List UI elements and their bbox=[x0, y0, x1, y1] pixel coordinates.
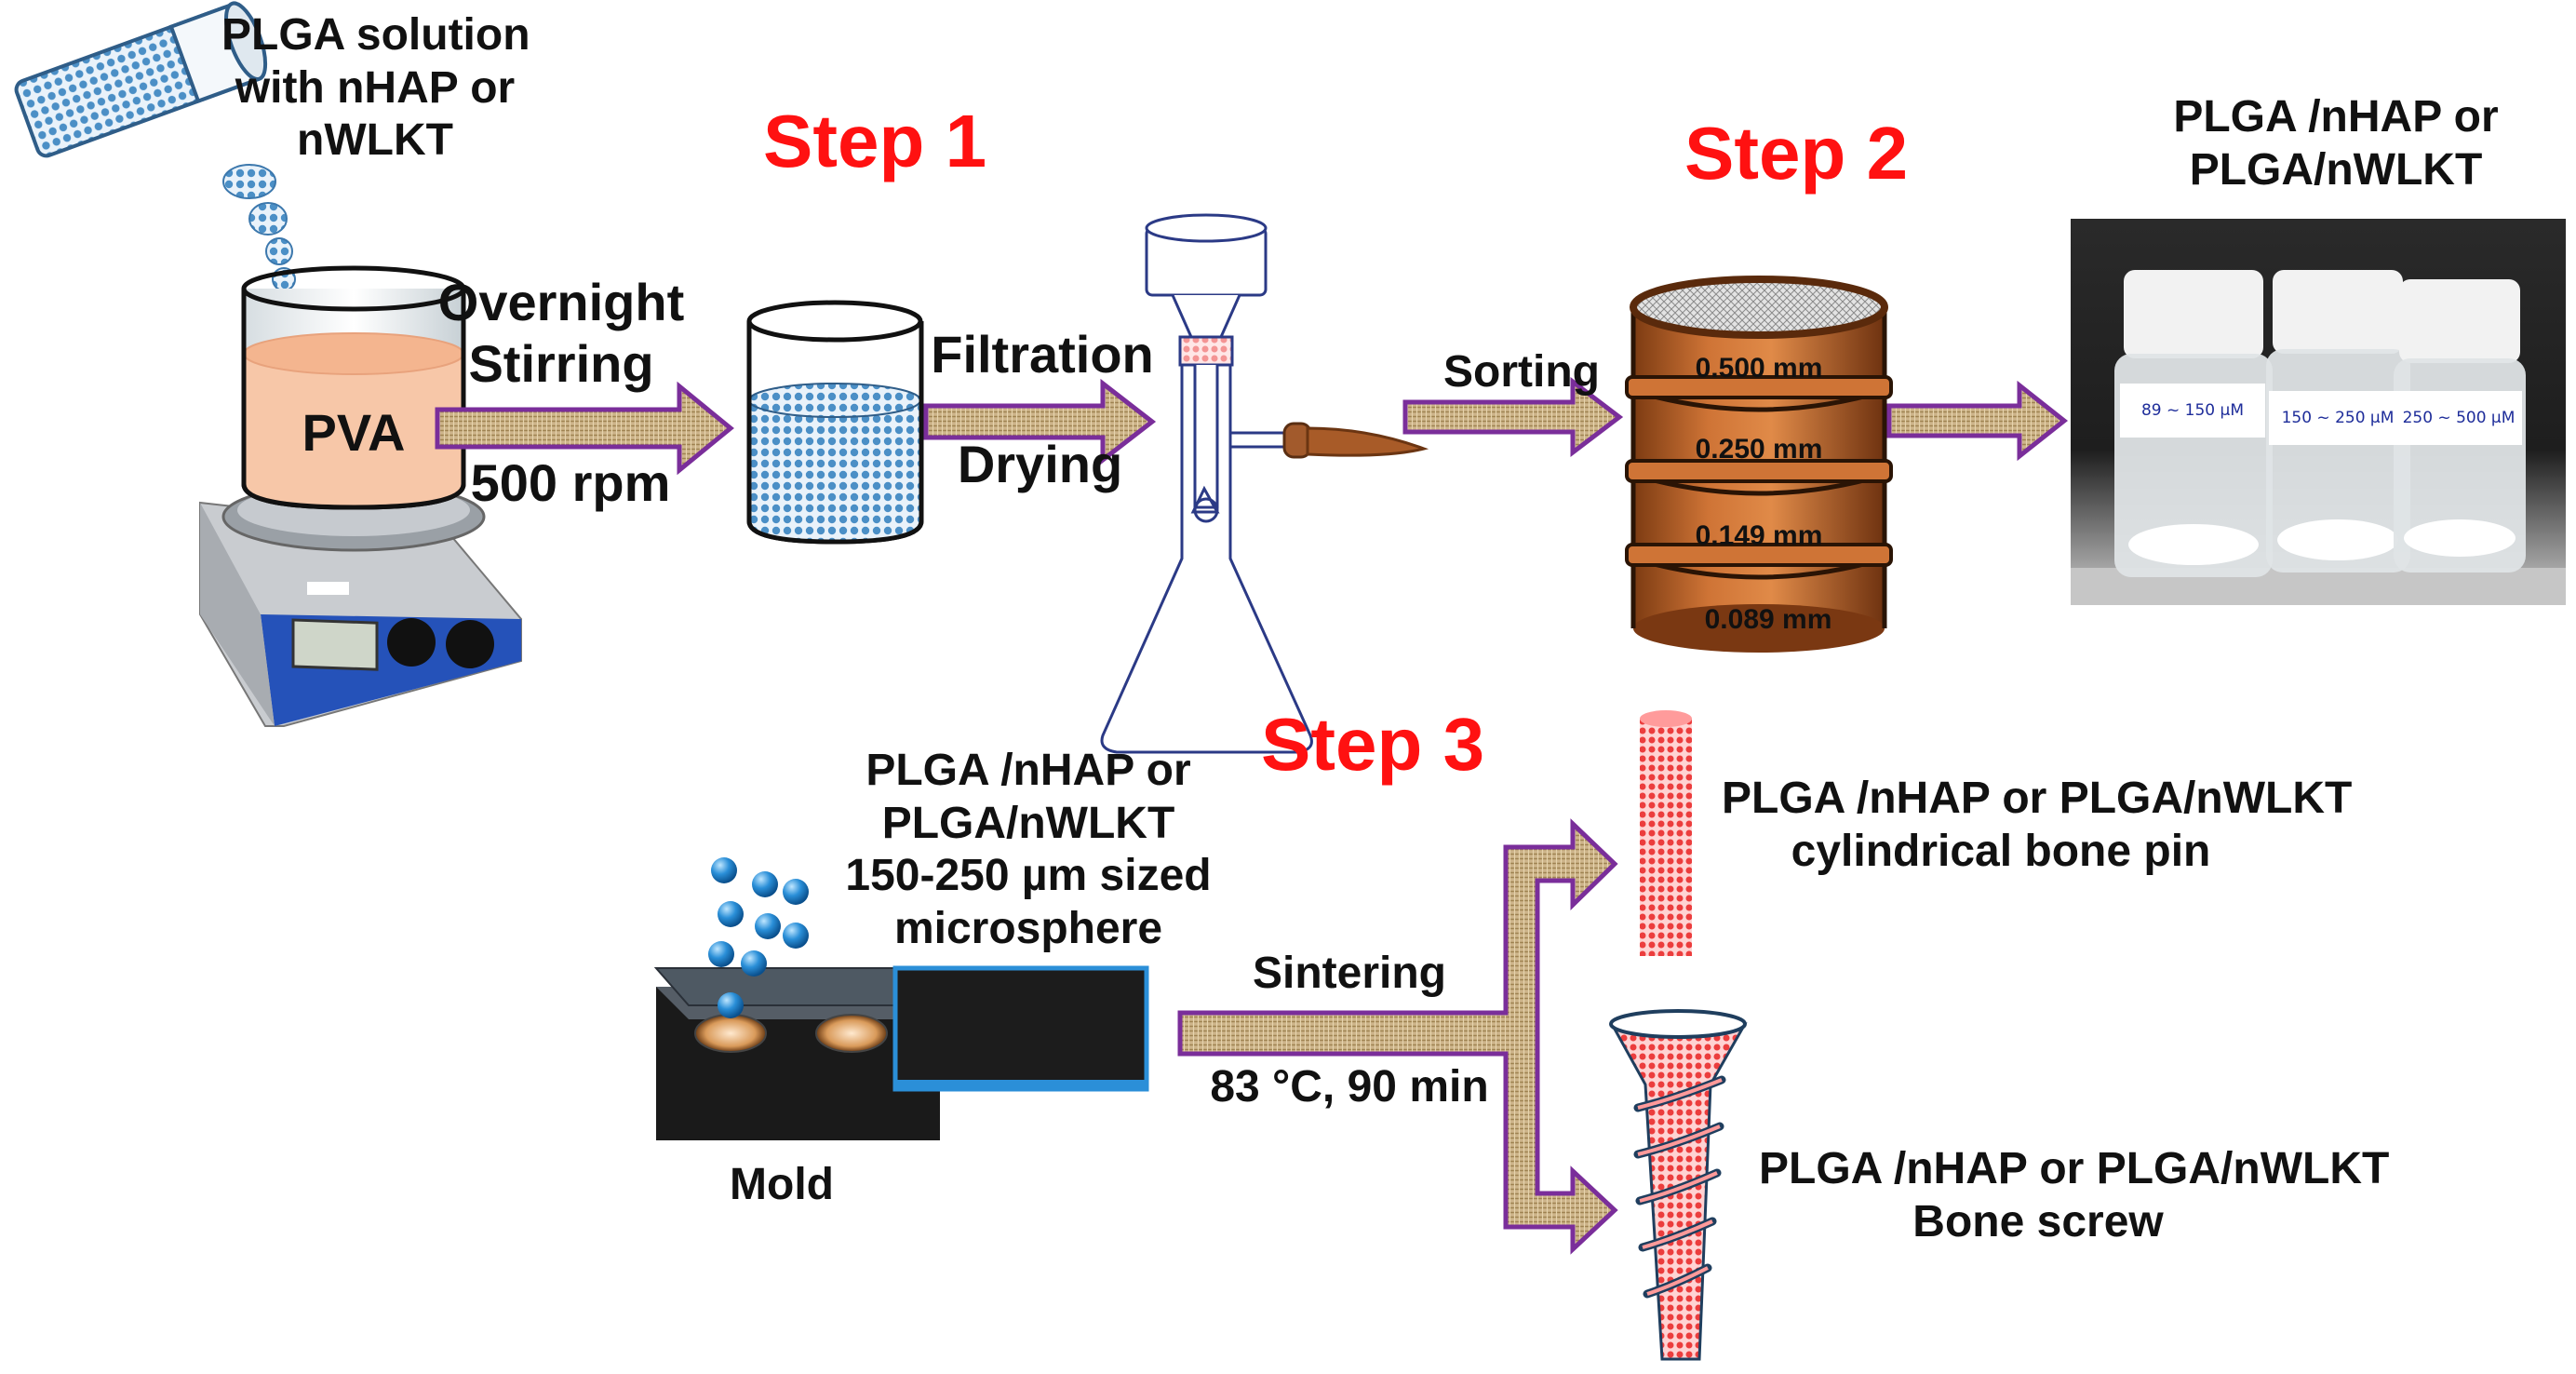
microsphere-label: PLGA /nHAP or PLGA/nWLKT 150-250 µm size… bbox=[845, 746, 1212, 953]
arrow-to-product bbox=[1886, 380, 2069, 462]
filtration-label: Filtration bbox=[931, 325, 1154, 384]
mold-label: Mold bbox=[730, 1160, 834, 1209]
sieve-size-1: 0.250 mm bbox=[1695, 434, 1823, 465]
step-1-title: Step 1 bbox=[763, 100, 987, 182]
drying-label: Drying bbox=[957, 435, 1123, 493]
bone-screw-icon bbox=[1609, 1009, 1748, 1361]
step-2-title: Step 2 bbox=[1684, 112, 1909, 195]
filtration-flask-icon bbox=[1100, 213, 1429, 754]
sintering-condition: 83 °C, 90 min bbox=[1210, 1062, 1489, 1111]
vial-label-1: 150 ~ 250 µM bbox=[2269, 391, 2407, 445]
pva-label: PVA bbox=[302, 403, 406, 462]
sieve-size-3: 0.089 mm bbox=[1704, 604, 1832, 635]
mold-lid-icon bbox=[892, 965, 1149, 1092]
arrow-stirring bbox=[435, 381, 734, 476]
bone-pin-icon bbox=[1640, 710, 1692, 956]
sieve-stack-icon bbox=[1625, 276, 1893, 653]
microspheres-icon bbox=[708, 857, 809, 1018]
pva-beaker-icon bbox=[241, 265, 466, 510]
stirring-label: Overnight Stirring bbox=[437, 273, 685, 394]
pour-label: PLGA solution with nHAP or nWLKT bbox=[221, 10, 530, 166]
bone-pin-label: PLGA /nHAP or PLGA/nWLKT cylindrical bon… bbox=[1722, 774, 2353, 876]
arrow-sorting bbox=[1402, 376, 1624, 458]
pouring-tube-icon bbox=[14, 1, 299, 313]
bone-screw-label: PLGA /nHAP or PLGA/nWLKT Bone screw bbox=[1759, 1144, 2390, 1246]
suspension-beaker-icon bbox=[746, 300, 924, 545]
rpm-label: 500 rpm bbox=[470, 453, 671, 512]
vial-label-2: 250 ~ 500 µM bbox=[2395, 391, 2522, 445]
arrow-filtration bbox=[923, 378, 1157, 465]
sintering-label: Sintering bbox=[1252, 949, 1446, 998]
sieve-size-2: 0.149 mm bbox=[1695, 520, 1823, 551]
product-label: PLGA /nHAP or PLGA/nWLKT bbox=[2173, 92, 2499, 195]
sieve-size-0: 0.500 mm bbox=[1695, 353, 1823, 384]
step-3-title: Step 3 bbox=[1261, 703, 1485, 786]
hot-plate-stirrer-icon bbox=[199, 481, 522, 727]
arrow-sintering bbox=[1177, 818, 1618, 1255]
vial-label-0: 89 ~ 150 µM bbox=[2120, 384, 2265, 438]
sorting-label: Sorting bbox=[1443, 347, 1600, 397]
